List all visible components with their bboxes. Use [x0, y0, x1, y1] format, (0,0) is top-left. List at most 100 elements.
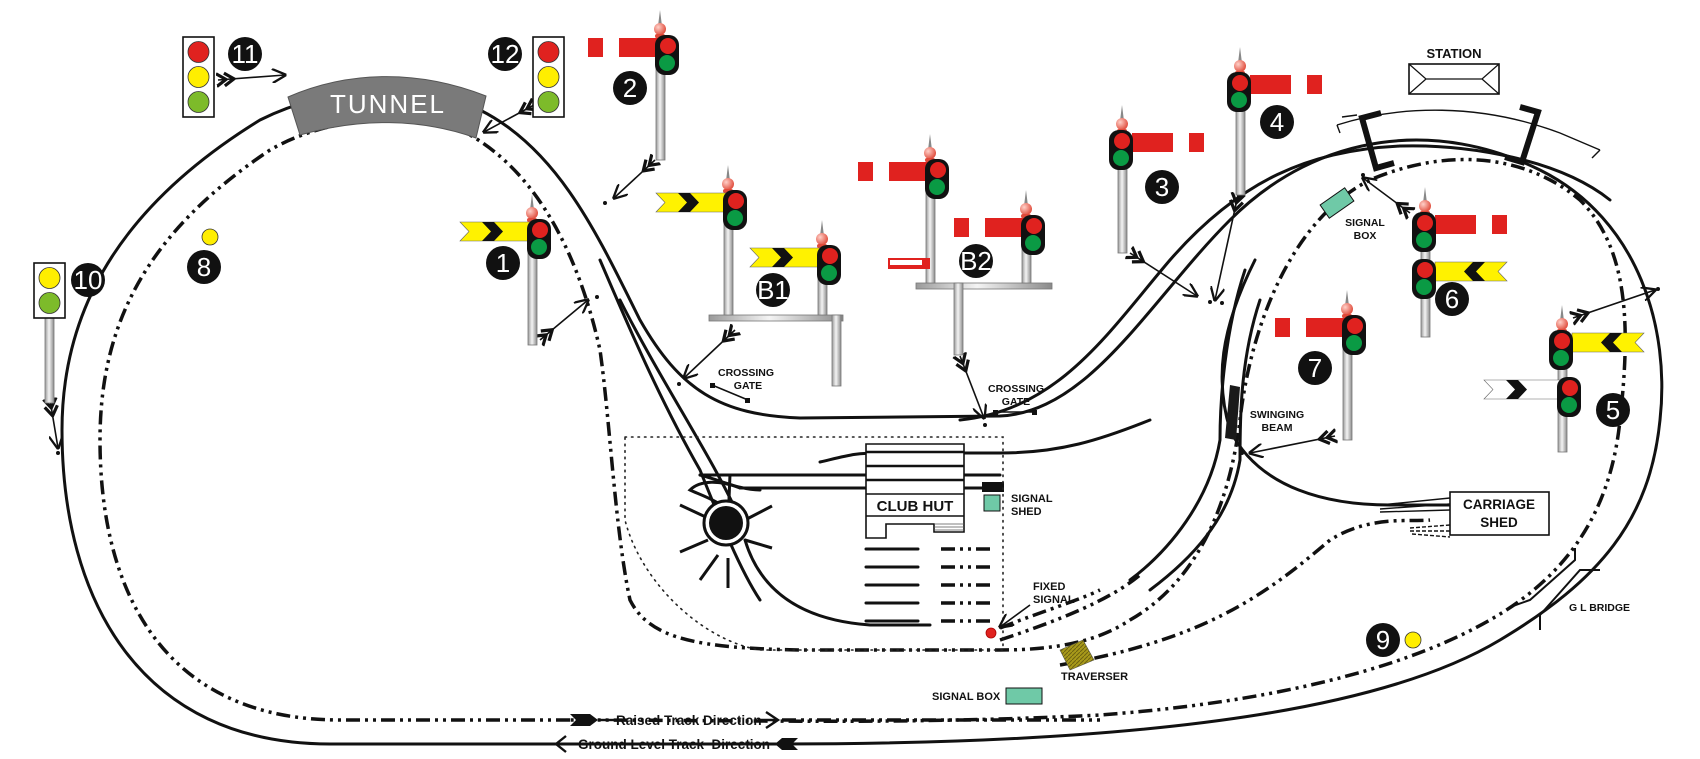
station-label: STATION	[1426, 46, 1481, 61]
crossing-gate-right-line2: GATE	[1002, 396, 1030, 408]
traverser-label: TRAVERSER	[1061, 671, 1128, 683]
signal-shed-label-line1: SIGNAL	[1011, 493, 1053, 505]
club-hut: CLUB HUT	[865, 443, 965, 539]
red-lamp	[532, 222, 548, 238]
signal-10-number: 10	[74, 265, 103, 295]
signal-8-number-badge	[187, 250, 221, 284]
home-arm	[1435, 215, 1507, 234]
signal-7-number-badge	[1298, 351, 1332, 385]
ground-level-track	[60, 88, 1664, 746]
raised-direction-arrow-icon	[570, 714, 598, 726]
semaphore-signal-1: 1	[459, 194, 551, 346]
finial-ball	[1116, 118, 1128, 130]
signal-2-number: 2	[623, 73, 637, 103]
green-lamp	[1553, 350, 1569, 366]
home-arm	[954, 218, 1026, 237]
red-lamp	[1114, 133, 1130, 149]
green-lamp	[1113, 150, 1129, 166]
ground-signal-9: 9	[1366, 623, 1422, 657]
buffer-stop	[982, 482, 1004, 492]
red-lamp	[537, 41, 560, 63]
semaphore-signal-6: 6	[1412, 187, 1508, 338]
semaphore-signal-2: 2	[588, 10, 679, 161]
fixed-signal-label-line1: FIXED	[1033, 581, 1065, 593]
green-lamp	[1416, 232, 1432, 248]
signal-11-number-badge	[228, 37, 262, 71]
semaphore-signal-B2: B2	[858, 134, 1053, 356]
swinging-beam: SWINGING BEAM	[1225, 385, 1304, 440]
finial-spike	[1120, 105, 1124, 121]
finial-ball	[816, 233, 828, 245]
green-lamp	[38, 292, 61, 314]
arm-stripe	[969, 218, 985, 237]
legend-raised-label: Raised Track Direction	[616, 713, 762, 728]
red-lamp	[187, 41, 210, 63]
signal-3-number-badge	[1145, 170, 1179, 204]
chevron-icon	[772, 248, 793, 267]
signal-8-number: 8	[197, 252, 211, 282]
finial-spike	[1560, 305, 1564, 321]
semaphore-signal-4: 4	[1227, 47, 1322, 196]
red-lamp	[1554, 333, 1570, 349]
ground-signal-8: 8	[187, 228, 221, 284]
red-lamp	[1347, 318, 1363, 334]
signal-10-number-badge	[71, 263, 105, 297]
arm-stripe	[873, 162, 889, 181]
crossing-gate-right: CROSSING GATE	[988, 383, 1044, 415]
colour-light-signal-12: 12	[488, 36, 565, 118]
signal-shed	[983, 494, 1001, 512]
arm-stripe	[603, 38, 619, 57]
green-lamp	[1231, 92, 1247, 108]
green-lamp	[531, 239, 547, 255]
signal-B2-number-badge	[959, 244, 993, 278]
signal-B2-number: B2	[960, 246, 992, 276]
green-lamp	[929, 179, 945, 195]
signal-box-upper-line2: BOX	[1354, 230, 1377, 242]
raised-direction-arrow-open-icon	[765, 711, 781, 729]
bracket-deck	[708, 314, 844, 322]
red-lamp	[822, 248, 838, 264]
finial-ball	[526, 207, 538, 219]
finial-spike	[1345, 290, 1349, 306]
club-hut-label: CLUB HUT	[877, 498, 954, 515]
green-lamp	[821, 265, 837, 281]
colour-light-signal-11: 11	[182, 36, 262, 118]
arm-stripe	[1476, 215, 1492, 234]
ground-direction-arrow-open-icon	[554, 735, 567, 753]
finial-ball	[1234, 60, 1246, 72]
green-lamp	[537, 91, 560, 113]
station-platforms	[1336, 104, 1601, 172]
green-lamp	[187, 91, 210, 113]
finial-ball	[1419, 200, 1431, 212]
yellow-lamp	[38, 267, 61, 289]
semaphore-signal-3: 3	[1109, 105, 1204, 254]
red-lamp	[1417, 215, 1433, 231]
red-lamp	[1026, 218, 1042, 234]
semaphore-signal-B1: B1	[655, 165, 844, 387]
finial-ball	[1020, 203, 1032, 215]
finial-ball	[924, 147, 936, 159]
finial-spike	[1423, 187, 1427, 203]
carriage-shed-line2: SHED	[1480, 515, 1518, 530]
finial-spike	[726, 165, 730, 181]
signal-4-number: 4	[1270, 107, 1284, 137]
signal-B1-number-badge	[756, 273, 790, 307]
signal-5-number: 5	[1606, 395, 1620, 425]
fixed-signal-lamp	[985, 627, 997, 639]
finial-ball	[722, 178, 734, 190]
legend-ground-label: Ground Level Track Direction	[578, 737, 770, 752]
signal-5-number-badge	[1596, 393, 1630, 427]
home-arm	[858, 162, 930, 181]
turntable	[679, 473, 773, 588]
finial-spike	[1238, 47, 1242, 63]
signal-post	[831, 314, 842, 387]
signal-2-number-badge	[613, 71, 647, 105]
yard-boundary	[624, 436, 1004, 651]
crossing-gate-left-line2: GATE	[734, 380, 762, 392]
red-lamp	[1417, 262, 1433, 278]
chevron-icon	[1506, 380, 1527, 399]
signal-12-number-badge	[488, 37, 522, 71]
semaphore-signal-7: 7	[1275, 290, 1366, 441]
yellow-lamp	[187, 66, 210, 88]
